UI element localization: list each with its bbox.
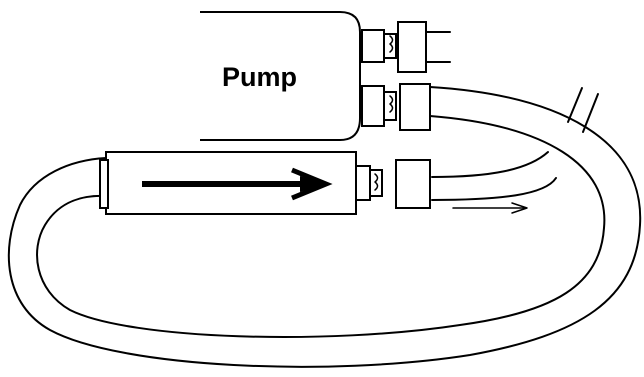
filter-left-cap	[99, 159, 109, 209]
pump-upper-fitting	[361, 21, 451, 73]
pump-upper-threads	[389, 35, 394, 53]
pump-upper-nipple	[383, 33, 397, 59]
filter-outlet-coupling	[395, 159, 431, 209]
pump-body	[200, 11, 361, 141]
flow-arrow-icon	[142, 167, 333, 201]
filter-outlet-nozzle	[355, 165, 371, 201]
return-hose-top-wall	[431, 151, 549, 178]
open-hose-end-line-2	[582, 93, 599, 133]
pump-upper-coupling	[397, 21, 427, 73]
inline-filter	[99, 151, 431, 215]
pump: Pump	[200, 11, 361, 141]
pump-lower-nozzle	[361, 85, 385, 127]
hose-loop-inner-wall	[36, 115, 606, 338]
pump-upper-nozzle	[361, 29, 385, 63]
return-hose-bottom-wall	[431, 177, 557, 201]
pump-lower-fitting	[361, 83, 431, 131]
return-hose	[431, 151, 557, 201]
hose-loop-outer-wall	[7, 86, 642, 368]
open-hose-end-line-1	[567, 87, 583, 123]
filter-outlet-threads	[374, 173, 379, 191]
pump-label: Pump	[222, 62, 297, 92]
pump-lower-coupling	[399, 83, 431, 131]
pump-lower-threads	[389, 95, 394, 113]
output-flow-arrow-icon	[452, 202, 528, 214]
open-hose-end	[567, 87, 599, 133]
hose-loop	[7, 86, 642, 368]
